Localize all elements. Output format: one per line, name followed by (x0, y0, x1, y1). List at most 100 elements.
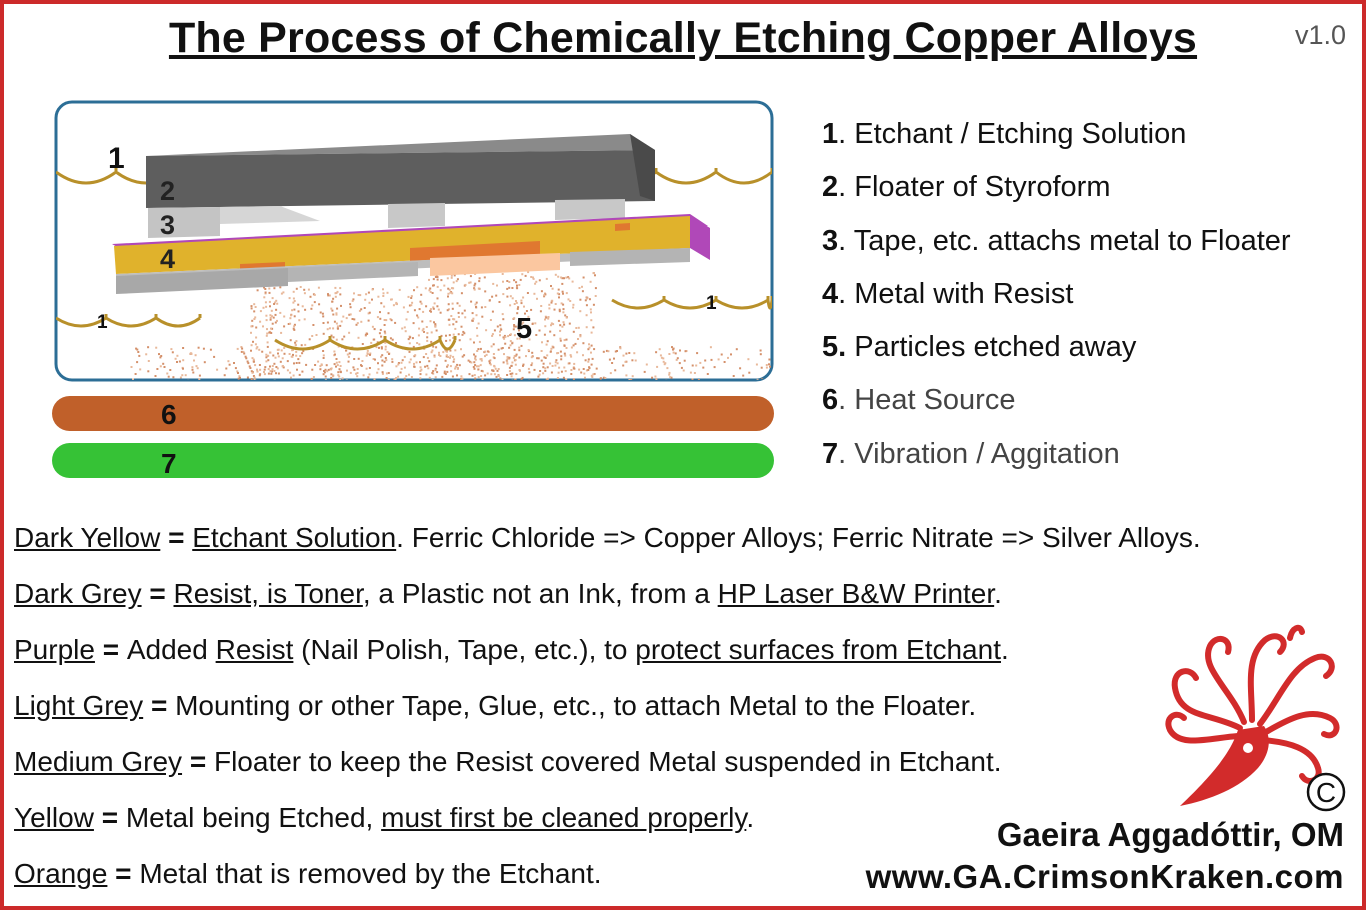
particle (591, 357, 594, 360)
particle (616, 350, 618, 352)
key-value: must first be cleaned properly (381, 802, 747, 833)
particle (587, 360, 590, 363)
particle (446, 370, 449, 373)
particle (253, 303, 256, 306)
particle (569, 300, 572, 302)
particle (266, 328, 268, 331)
particle (527, 367, 530, 370)
particle (486, 350, 489, 353)
particle (262, 325, 264, 328)
particle (381, 371, 384, 374)
particle (301, 370, 304, 373)
particle (282, 366, 285, 369)
particle (319, 365, 322, 368)
particle (287, 323, 290, 325)
particle (265, 305, 268, 308)
author-url[interactable]: www.GA.CrimsonKraken.com (865, 858, 1344, 895)
particle (182, 347, 185, 349)
particle (474, 282, 477, 285)
particle (676, 357, 679, 360)
particle (765, 364, 768, 366)
particle (539, 310, 542, 313)
particle (484, 290, 487, 293)
particle (271, 368, 274, 371)
particle (511, 342, 514, 345)
particle (191, 368, 194, 371)
particle (573, 362, 576, 365)
particle (266, 341, 269, 344)
particle (416, 314, 419, 317)
particle (323, 371, 326, 374)
particle (383, 360, 386, 363)
particle (355, 372, 358, 375)
particle (286, 369, 289, 372)
particle (516, 284, 518, 287)
color-key: Dark Yellow = Etchant Solution. Ferric C… (14, 518, 1201, 910)
particle (147, 346, 150, 349)
particle (176, 361, 178, 363)
equals: = (143, 690, 176, 721)
particle (552, 323, 555, 326)
particle (163, 366, 166, 368)
particle (356, 322, 359, 325)
particle (410, 304, 413, 307)
particle (563, 323, 566, 326)
particle (531, 323, 534, 325)
particle (477, 322, 480, 325)
particle (292, 353, 294, 356)
particle (380, 355, 382, 358)
particle (311, 368, 314, 371)
particle (477, 287, 480, 290)
particle (295, 354, 298, 357)
particle (658, 348, 661, 351)
particle (353, 318, 356, 321)
metal-bar (114, 216, 690, 274)
particle (742, 374, 745, 377)
particle (497, 375, 500, 377)
particle (513, 324, 516, 326)
particle (453, 358, 456, 361)
particle (274, 356, 277, 359)
particle (429, 291, 432, 293)
particle (480, 369, 483, 372)
particle (250, 370, 253, 373)
particle (368, 373, 371, 376)
particle (428, 376, 431, 379)
particle (515, 301, 518, 304)
particle (594, 287, 597, 290)
legend-item: 2. Floater of Styroform (822, 167, 1291, 220)
particle (426, 364, 429, 367)
particle (436, 285, 439, 288)
particle (408, 350, 411, 353)
particle (388, 353, 390, 355)
particle (330, 307, 333, 310)
particle (613, 357, 615, 360)
particle (412, 345, 415, 348)
particle (559, 339, 562, 342)
particle (476, 350, 479, 352)
particle (549, 362, 552, 365)
particle (324, 368, 327, 371)
particle (291, 309, 294, 312)
particle (374, 358, 376, 361)
particle (277, 348, 280, 351)
particle (390, 298, 393, 301)
particle (720, 353, 723, 356)
particle (335, 361, 338, 364)
particle (522, 364, 524, 367)
particle (273, 287, 276, 290)
particle (385, 372, 388, 375)
particle (198, 378, 201, 380)
particle (472, 317, 475, 320)
particle (481, 378, 484, 380)
particle (557, 275, 560, 278)
particle (558, 310, 561, 313)
particle (159, 365, 162, 368)
particle (318, 303, 321, 306)
particle (288, 297, 291, 300)
particle (509, 304, 512, 307)
particle (372, 338, 375, 341)
particle (334, 286, 337, 289)
particle (445, 339, 448, 342)
particle (334, 292, 337, 295)
